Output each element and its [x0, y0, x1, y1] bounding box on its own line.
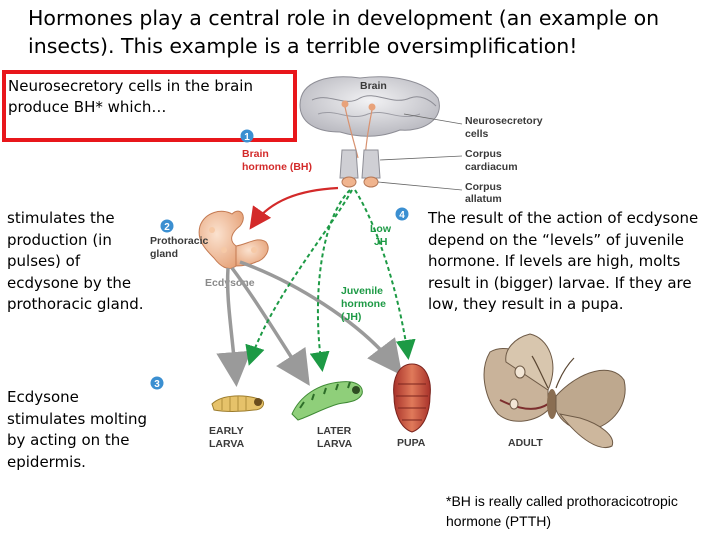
- label-later-1: LATER: [317, 425, 352, 437]
- label-brain: Brain: [360, 80, 387, 92]
- step-2-badge: 2: [160, 219, 174, 233]
- prothoracic-gland-illustration: [198, 210, 269, 269]
- early-larva-illustration: [211, 395, 265, 412]
- label-later-2: LARVA: [317, 438, 353, 450]
- ecdysone-arrow-early: [216, 267, 252, 387]
- svg-text:2: 2: [164, 222, 170, 233]
- label-prothoracic-2: gland: [150, 248, 178, 260]
- jh-arrow-larva: [309, 189, 351, 372]
- ecdysone-arrow-pupa: [239, 260, 403, 376]
- later-larva-illustration: [291, 381, 363, 421]
- label-corpus-allatum-1: Corpus: [465, 181, 502, 193]
- adult-moth-illustration: [483, 333, 626, 448]
- svg-text:3: 3: [154, 379, 160, 390]
- label-bh-2: hormone (BH): [242, 161, 312, 173]
- label-corpus-cardiacum-1: Corpus: [465, 148, 502, 160]
- label-bh-1: Brain: [242, 148, 269, 160]
- svg-text:1: 1: [244, 132, 250, 143]
- label-neurosecretory-1: Neurosecretory: [465, 115, 543, 127]
- text-ecdysone: Ecdysone stimulates molting by acting on…: [7, 388, 148, 471]
- label-jh-1: Juvenile: [341, 285, 383, 297]
- label-early-2: LARVA: [209, 438, 245, 450]
- jh-arrow-pupa: [354, 189, 416, 360]
- step-3-badge: 3: [150, 376, 164, 390]
- jh-arrow-early: [245, 189, 353, 366]
- label-pupa: PUPA: [397, 437, 426, 449]
- bh-arrow: [249, 186, 339, 230]
- step-1-badge: 1: [240, 129, 254, 143]
- label-early-1: EARLY: [209, 425, 244, 437]
- text-stimulates: stimulates the production (in pulses) of…: [7, 209, 144, 313]
- text-result: The result of the action of ecdysone dep…: [428, 209, 699, 313]
- label-jh-3: (JH): [341, 311, 361, 323]
- svg-text:4: 4: [399, 210, 405, 221]
- label-corpus-allatum-2: allatum: [465, 193, 502, 205]
- label-prothoracic-1: Prothoracic: [150, 235, 209, 247]
- brain-illustration: [299, 76, 463, 191]
- callout-text: Neurosecretory cells in the brain produc…: [8, 77, 253, 116]
- step-4-badge: 4: [395, 207, 409, 221]
- label-adult: ADULT: [508, 437, 543, 449]
- pupa-illustration: [393, 363, 431, 433]
- label-neurosecretory-2: cells: [465, 128, 489, 140]
- label-low-jh-1: Low: [370, 223, 392, 235]
- ecdysone-arrow-later: [230, 266, 310, 386]
- label-jh-2: hormone: [341, 298, 386, 310]
- footnote: *BH is really called prothoracicotropic …: [446, 493, 678, 529]
- label-corpus-cardiacum-2: cardiacum: [465, 161, 518, 173]
- slide-title: Hormones play a central role in developm…: [28, 6, 660, 58]
- label-low-jh-2: JH: [374, 236, 387, 248]
- callout-box: [2, 70, 297, 142]
